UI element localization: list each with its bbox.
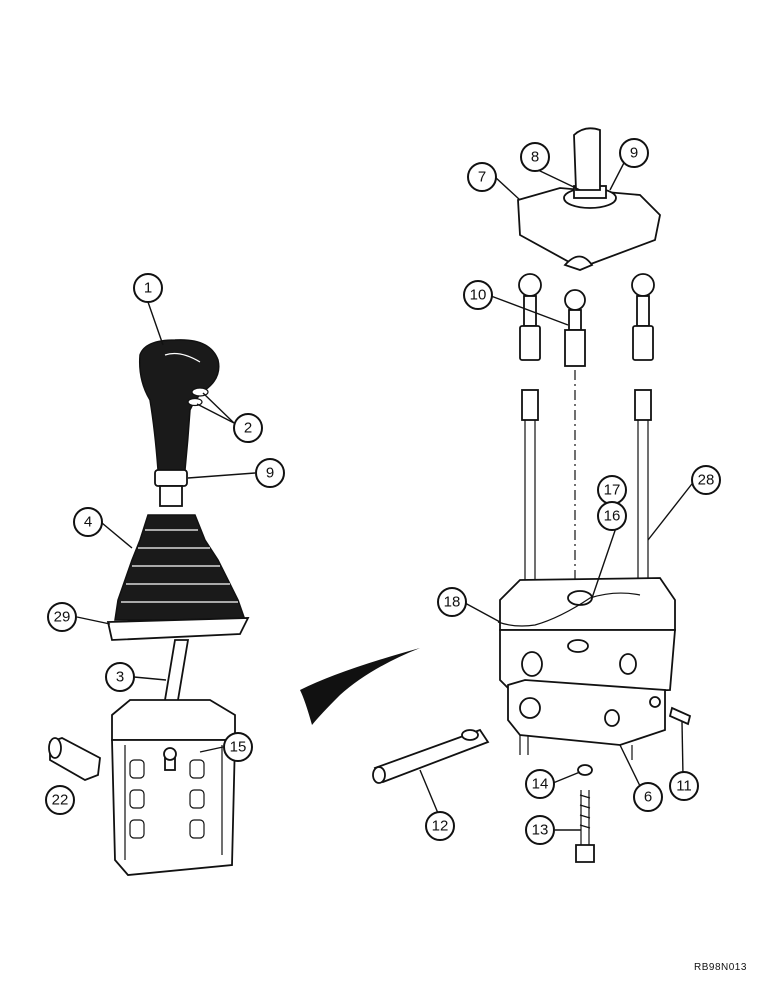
svg-text:6: 6	[644, 789, 652, 806]
callout-10: 10	[463, 280, 493, 310]
svg-text:22: 22	[52, 792, 69, 809]
valve-assembly-right	[372, 127, 692, 863]
bolt-22	[49, 737, 101, 781]
svg-text:29: 29	[54, 609, 71, 626]
callout-9: 9	[255, 458, 285, 488]
callout-8: 8	[520, 142, 550, 172]
svg-text:9: 9	[266, 465, 274, 482]
svg-text:3: 3	[116, 669, 124, 686]
callout-17: 17	[597, 475, 627, 505]
washer-14	[577, 764, 593, 776]
handle-nut	[154, 469, 188, 487]
svg-text:9: 9	[630, 145, 638, 162]
callout-2: 2	[233, 413, 263, 443]
svg-text:28: 28	[698, 472, 715, 489]
callout-14: 14	[525, 769, 555, 799]
plunger-rod-left	[518, 273, 542, 600]
callout-1: 1	[133, 273, 163, 303]
callout-16: 16	[597, 501, 627, 531]
callout-29: 29	[47, 602, 77, 632]
callout-3: 3	[105, 662, 135, 692]
svg-text:18: 18	[444, 594, 461, 611]
drawing-reference-code: RB98N013	[694, 962, 747, 973]
svg-text:7: 7	[478, 169, 486, 186]
svg-text:16: 16	[604, 508, 621, 525]
callout-7: 7	[467, 162, 497, 192]
rubber-boot	[114, 514, 247, 621]
callout-28: 28	[691, 465, 721, 495]
center-plunger	[564, 289, 586, 590]
callout-18: 18	[437, 587, 467, 617]
callout-11: 11	[669, 771, 699, 801]
svg-text:13: 13	[532, 822, 549, 839]
direction-arrow	[300, 648, 420, 725]
callout-15: 15	[223, 732, 253, 762]
handle-button	[187, 397, 203, 407]
callout-12: 12	[425, 811, 455, 841]
callout-13: 13	[525, 815, 555, 845]
svg-text:8: 8	[531, 149, 539, 166]
svg-text:1: 1	[144, 280, 152, 297]
svg-text:15: 15	[230, 739, 247, 756]
callout-4: 4	[73, 507, 103, 537]
boot-plate	[106, 617, 250, 641]
svg-text:10: 10	[470, 287, 487, 304]
svg-text:14: 14	[532, 776, 549, 793]
joystick-handle	[138, 339, 220, 471]
plunger-rod-right	[631, 273, 655, 590]
lever-shaft	[573, 127, 601, 191]
callout-6: 6	[633, 782, 663, 812]
callout-9-top: 9	[619, 138, 649, 168]
svg-text:12: 12	[432, 818, 449, 835]
valve-body-left	[111, 699, 236, 741]
joystick-assembly-left	[48, 339, 250, 876]
svg-text:4: 4	[84, 514, 92, 531]
svg-text:17: 17	[604, 482, 621, 499]
svg-text:11: 11	[676, 778, 692, 795]
valve-block-lower	[507, 679, 666, 746]
bolt-13	[575, 790, 595, 863]
callout-22: 22	[45, 785, 75, 815]
svg-text:2: 2	[244, 420, 252, 437]
